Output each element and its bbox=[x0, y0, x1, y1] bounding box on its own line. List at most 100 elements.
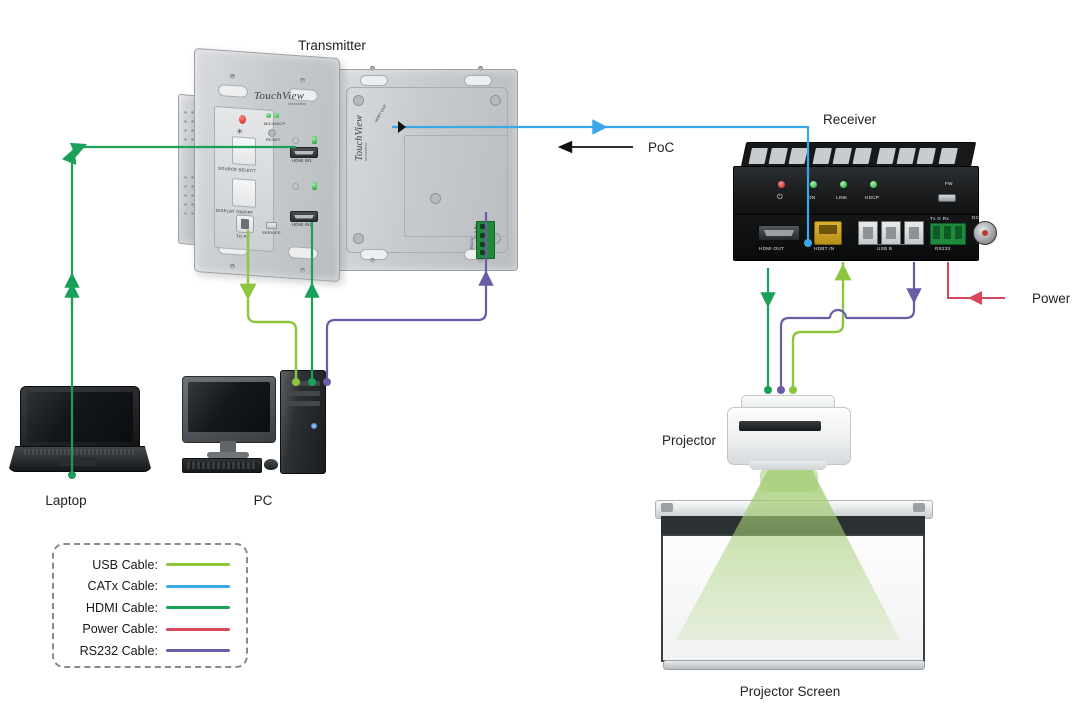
rear-center-screw bbox=[430, 193, 441, 204]
rear-recess-panel bbox=[404, 135, 508, 237]
link-led-label: LINK bbox=[836, 195, 848, 200]
projector-foot bbox=[749, 461, 827, 470]
hdmi-out-label: HDMI OUT bbox=[759, 246, 785, 251]
legend-swatch-hdmi bbox=[166, 606, 230, 610]
power-led bbox=[778, 181, 785, 188]
pc-tower bbox=[280, 370, 326, 474]
rear-cross-screw-tr bbox=[490, 95, 501, 106]
cable-rs232-projector-run bbox=[846, 296, 916, 320]
rs232-pin-3 bbox=[480, 242, 485, 247]
mic-hdcp-label: MIC/HDCP bbox=[264, 121, 286, 126]
front-screw-bottom bbox=[230, 264, 235, 269]
cable-endpoint-projector-hdmi bbox=[764, 386, 772, 394]
laptop-screen bbox=[27, 392, 133, 442]
transmitter-front-brand: TouchView bbox=[254, 90, 305, 102]
cable-endpoint-projector-rs232 bbox=[777, 386, 785, 394]
status-led-red bbox=[239, 115, 246, 124]
legend-label-usb: USB Cable: bbox=[92, 557, 158, 572]
tower-drive-bay bbox=[286, 401, 320, 406]
legend-item-hdmi: HDMI Cable: bbox=[54, 597, 246, 619]
pc-monitor bbox=[182, 376, 276, 443]
screen-knob-right bbox=[913, 503, 925, 512]
cable-endpoint-laptop-hdmi bbox=[68, 471, 76, 479]
rear-screw-3 bbox=[370, 258, 375, 263]
front-screw-bottom-2 bbox=[300, 268, 305, 273]
rs232-pin-4 bbox=[480, 250, 485, 255]
legend-item-catx: CATx Cable: bbox=[54, 576, 246, 598]
hdcp-led bbox=[274, 113, 279, 118]
on-led-label: ON bbox=[808, 195, 816, 200]
power-label: Power bbox=[1032, 291, 1071, 306]
legend-item-rs232: RS232 Cable: bbox=[54, 640, 246, 662]
rs232-terminal-2 bbox=[944, 226, 951, 239]
rear-screw-4 bbox=[478, 258, 483, 263]
cable-endpoint-projector-usb bbox=[789, 386, 797, 394]
front-screw-top bbox=[230, 74, 235, 79]
fw-micro-usb-port bbox=[938, 194, 956, 202]
legend-item-power: Power Cable: bbox=[54, 619, 246, 641]
mic-led bbox=[266, 113, 271, 118]
rs232-label: RS232 bbox=[935, 246, 951, 251]
hdmi-in2-label: HDMI IN2 bbox=[292, 222, 312, 227]
dc-power-jack bbox=[973, 221, 997, 245]
transmitter-title-label: Transmitter bbox=[298, 38, 366, 53]
legend-label-power: Power Cable: bbox=[82, 622, 158, 637]
legend-swatch-catx bbox=[166, 584, 230, 588]
tower-power-led bbox=[311, 423, 317, 429]
reset-label: RESET bbox=[266, 137, 281, 142]
legend-swatch-power bbox=[166, 627, 230, 631]
projector-device bbox=[727, 395, 851, 477]
receiver-device: ⏻ ON LINK HDCP FW HDMI OUT HDBT IN USB B… bbox=[733, 142, 997, 264]
projector-light-beam bbox=[676, 470, 900, 640]
pc-mouse bbox=[264, 459, 278, 470]
rear-slot-top-right bbox=[464, 75, 492, 86]
hdmi-in1-label: HDMI IN1 bbox=[292, 158, 312, 163]
cable-power bbox=[947, 262, 1005, 299]
cable-catx-link-run bbox=[600, 125, 810, 243]
reset-button[interactable] bbox=[268, 129, 276, 137]
rear-screw-2 bbox=[478, 66, 483, 71]
laptop-device bbox=[8, 386, 152, 473]
screen-bottom-bar bbox=[663, 660, 925, 670]
power-icon: ⏻ bbox=[777, 194, 783, 201]
legend-swatch-rs232 bbox=[166, 649, 230, 653]
rear-cross-screw-tl bbox=[353, 95, 364, 106]
on-led bbox=[810, 181, 817, 188]
service-micro-usb-port bbox=[266, 222, 277, 229]
hdmi2-indicator-ring bbox=[292, 183, 299, 190]
projector-lens bbox=[739, 421, 821, 431]
transmitter-front-brand-sub: Innovation bbox=[288, 102, 307, 106]
fw-label: FW bbox=[945, 181, 953, 186]
cable-usb-pc bbox=[246, 290, 298, 382]
receiver-title-label: Receiver bbox=[823, 112, 877, 127]
projector-screen-label: Projector Screen bbox=[739, 684, 841, 699]
hdmi1-indicator-ring bbox=[292, 137, 299, 144]
cable-endpoint-pc-rs232 bbox=[323, 378, 331, 386]
hdmi-in2-port bbox=[290, 211, 318, 222]
pc-monitor-neck bbox=[220, 441, 236, 453]
cable-usb-projector bbox=[791, 300, 845, 390]
brightness-icon: ☀ bbox=[236, 127, 244, 136]
hdmi-in1-port bbox=[290, 147, 318, 158]
cable-rs232-pc bbox=[325, 290, 488, 382]
usb-b-label: USB B bbox=[877, 246, 893, 251]
screen-knob-left bbox=[661, 503, 673, 512]
laptop-keyboard bbox=[22, 449, 136, 455]
pc-label: PC bbox=[253, 493, 273, 508]
usb-group-underline bbox=[858, 244, 922, 245]
front-screw-top-2 bbox=[300, 78, 305, 83]
hdbt-in-port bbox=[814, 221, 842, 245]
pc-device bbox=[182, 370, 330, 480]
hdmi1-led bbox=[312, 136, 317, 144]
cable-rs232-hop bbox=[828, 308, 848, 319]
cable-endpoint-pc-usb bbox=[292, 378, 300, 386]
hdcp-led bbox=[870, 181, 877, 188]
hdmi2-led bbox=[312, 182, 317, 190]
legend-box: USB Cable: CATx Cable: HDMI Cable: Power… bbox=[52, 543, 248, 668]
cable-endpoint-pc-hdmi bbox=[308, 378, 316, 386]
rear-slot-top-left bbox=[360, 75, 388, 86]
projector-label: Projector bbox=[662, 433, 717, 448]
legend-swatch-usb bbox=[166, 563, 230, 567]
